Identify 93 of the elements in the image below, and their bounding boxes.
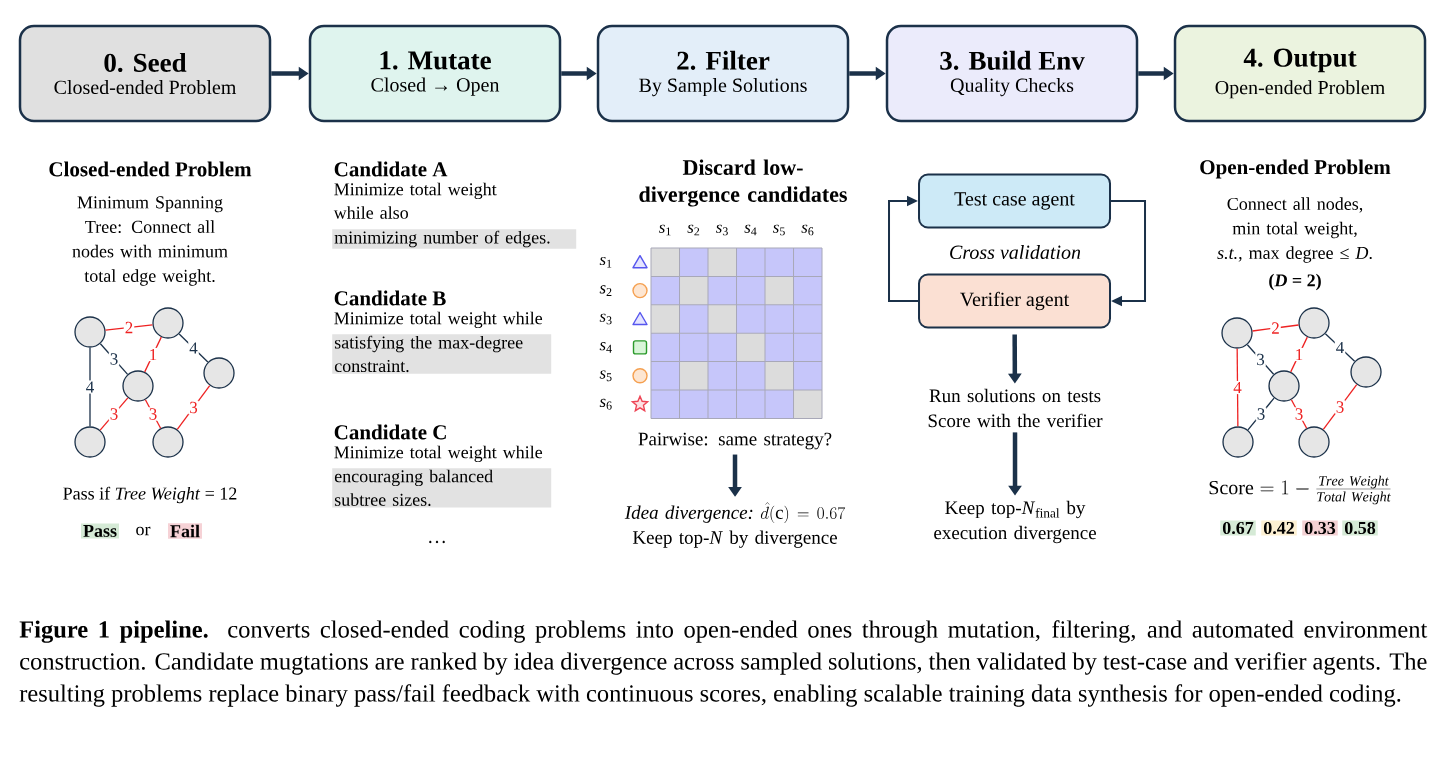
graph-edge: [1251, 324, 1300, 332]
edge-weight: 2: [123, 320, 135, 335]
edge-weight: 3: [147, 407, 159, 421]
matrix-label: s$_{3}$: [599, 313, 612, 325]
score-value: 0.33: [1302, 520, 1338, 536]
graph-node: [74, 316, 106, 348]
edge-weight: 3: [188, 400, 199, 415]
score-value: 0.42: [1261, 520, 1297, 536]
matrix-label: s$_{1}$: [599, 256, 612, 268]
stage-box: 2. Filter By Sample Solutions: [596, 24, 850, 123]
condition-text: (D = 2): [1269, 273, 1321, 291]
annotation-text: Cross validation: [950, 244, 1081, 260]
score-formula: $\mathrm{Score} = 1 - \frac{\mathit{Tree\ Weight}}{\mathit{Total\ Weight}}$: [1209, 475, 1391, 505]
stage-box: 3. Build Env Quality Checks: [885, 24, 1139, 123]
description-text: Minimize total weight while: [334, 311, 543, 329]
matrix-label: s$_{5}$: [772, 224, 785, 236]
stage-box: 4. Output Open-ended Problem: [1173, 24, 1427, 123]
stage-box: 0. Seed Closed-ended Problem: [18, 24, 272, 123]
graph-edge: [99, 397, 129, 431]
graph-edge: [144, 336, 162, 373]
step-text: $\textit{Idea divergence:}\ \hat{d}(\mathrm{c}) = 0.67$ Keep top-N by divergence: [624, 502, 846, 548]
highlighted-text: minimizing number of edges.: [332, 229, 577, 249]
matrix-label: s$_{6}$: [599, 398, 612, 410]
graph-edge: [1247, 397, 1275, 431]
ellipsis-text: …: [429, 540, 445, 544]
figure-caption: Figure 1 pipeline. converts closed-ended coding problems into open-ended ones through mutation, filtering, and automated environment construction. Candidate mugtations are ranked by idea divergence across sampled solutions, then validated by test-case and verifier agents. The resulting problems replace binary pass/fail feedback with continuous scores, enabling scalable training data synthesis for open-ended coding.: [19, 620, 1428, 707]
graph-node: [74, 426, 106, 458]
arrow: [888, 195, 919, 302]
step-text: Pairwise: same strategy?: [638, 432, 832, 450]
arrow: [1110, 200, 1146, 307]
graph-node: [1222, 426, 1254, 458]
description-text: Minimum Spanning Tree: Connect all nodes with minimum total edge weight.: [72, 196, 228, 286]
heading: Discard low-divergence candidates: [639, 159, 847, 207]
graph-edge: [1290, 336, 1308, 373]
matrix-label: s$_{2}$: [599, 285, 612, 296]
highlighted-label: Pass: [81, 523, 119, 539]
graph-node: [1268, 370, 1300, 402]
matrix-label: s$_{1}$: [658, 224, 671, 236]
matrix-label: s$_{5}$: [599, 370, 612, 382]
agent-box: Test case agent: [918, 173, 1111, 229]
edge-weight: 2: [1270, 321, 1281, 335]
connector-text: or: [136, 526, 151, 536]
edge-weight: 1: [1293, 347, 1305, 362]
highlighted-text: satisfying the max-degree constraint.: [332, 334, 552, 374]
edge-weight: 4: [188, 341, 199, 355]
graph-node: [1298, 426, 1330, 458]
edge-weight: 1: [147, 347, 159, 362]
heading: Open-ended Problem: [1200, 159, 1391, 179]
edge-weight: 3: [108, 352, 120, 366]
stage-box: 1. Mutate Closed → Open: [308, 24, 562, 123]
step-text: Run solutions on tests Score with the verifier: [928, 388, 1103, 428]
highlighted-text: encouraging balanced subtree sizes.: [332, 468, 552, 508]
matrix-label: s$_{4}$: [599, 342, 612, 353]
graph-edge: [99, 343, 129, 375]
graph-edge: [176, 384, 211, 431]
graph-node: [122, 370, 154, 402]
matrix-label: s$_{4}$: [744, 224, 757, 236]
edge-weight: 3: [1255, 407, 1267, 421]
edge-weight: 3: [1255, 352, 1266, 367]
edge-weight: 4: [1334, 340, 1346, 355]
agent-box: Verifier agent: [918, 273, 1111, 329]
graph-edge: [1236, 348, 1239, 427]
graph-node: [1298, 307, 1330, 339]
matrix-label: s$_{2}$: [687, 224, 700, 236]
matrix-label: s$_{6}$: [801, 224, 814, 236]
graph-edge: [1322, 383, 1358, 431]
edge-weight: 4: [84, 380, 96, 394]
heading: Candidate A: [334, 161, 448, 177]
description-text: Connect all nodes, min total weight, s.t., max degree ≤ D.: [1217, 197, 1372, 263]
matrix-label: s$_{3}$: [715, 224, 728, 236]
graph-node: [152, 426, 184, 458]
graph-edge: [89, 347, 91, 427]
graph-edge: [104, 324, 154, 331]
graph-node: [1350, 356, 1382, 388]
graph-edge: [144, 399, 162, 429]
edge-weight: 4: [1232, 380, 1243, 395]
score-value: 0.58: [1342, 520, 1378, 536]
condition-text: Pass if Tree Weight = 12: [63, 486, 237, 504]
edge-weight: 3: [1293, 407, 1305, 421]
description-text: Minimize total weight while: [334, 445, 543, 463]
edge-weight: 3: [108, 407, 120, 421]
heading: Candidate C: [334, 424, 446, 440]
heading: Closed-ended Problem: [49, 161, 252, 177]
graph-edge: [1324, 333, 1356, 362]
heading: Candidate B: [334, 290, 446, 306]
highlighted-label: Fail: [168, 523, 202, 539]
graph-edge: [178, 333, 209, 363]
graph-node: [1221, 317, 1253, 349]
edge-weight: 3: [1334, 400, 1346, 414]
graph-node: [203, 357, 235, 389]
graph-node: [152, 307, 184, 339]
step-text: Keep top-N$_{final}$ by execution divergence: [934, 500, 1096, 544]
score-value: 0.67: [1220, 520, 1256, 536]
